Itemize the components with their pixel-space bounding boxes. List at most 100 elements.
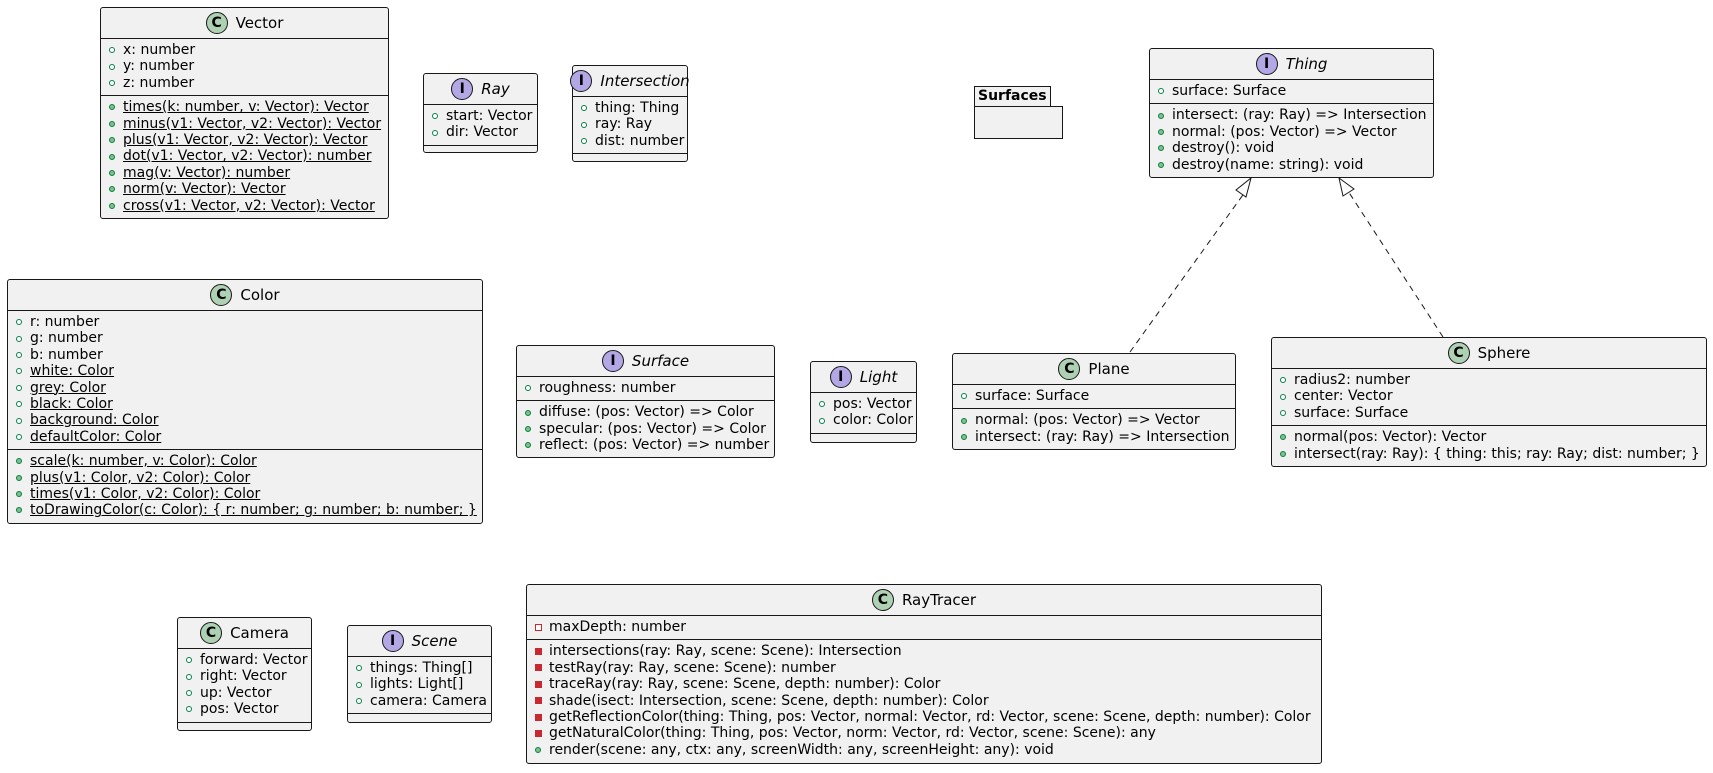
public-method-icon xyxy=(961,417,967,424)
method-text: testRay(ray: Ray, scene: Scene): number xyxy=(549,659,836,676)
private-method-icon xyxy=(535,713,542,721)
fields-section: forward: Vector right: Vector up: Vector… xyxy=(178,649,311,722)
public-method-icon xyxy=(16,474,22,481)
public-method-icon xyxy=(1158,128,1164,135)
public-method-icon xyxy=(1158,112,1164,119)
method-row: normal: (pos: Vector) => Vector xyxy=(961,412,1231,428)
field-text: b: number xyxy=(30,346,103,363)
field-text: camera: Camera xyxy=(370,692,487,709)
public-icon xyxy=(432,113,438,120)
method-row: times(k: number, v: Vector): Vector xyxy=(109,99,384,115)
public-icon xyxy=(1280,377,1286,384)
public-icon xyxy=(356,665,362,672)
methods-section xyxy=(573,153,687,160)
method-row: specular: (pos: Vector) => Color xyxy=(525,421,770,437)
public-method-icon xyxy=(525,442,531,449)
interface-scene[interactable]: I Scene things: Thing[] lights: Light[] … xyxy=(347,625,492,723)
field-text: up: Vector xyxy=(200,684,272,701)
methods-section xyxy=(178,721,311,729)
class-vector[interactable]: C Vector x: number y: number z: number t… xyxy=(100,7,389,219)
field-text: surface: Surface xyxy=(975,388,1090,404)
class-header: I Ray xyxy=(424,74,537,105)
class-name: Ray xyxy=(481,80,510,98)
method-row: intersect: (ray: Ray) => Intersection xyxy=(1158,107,1429,123)
class-plane[interactable]: C Plane surface: Surface normal: (pos: V… xyxy=(952,353,1236,450)
field-text: pos: Vector xyxy=(833,396,912,412)
class-header: I Intersection xyxy=(570,66,690,97)
field-row: background: Color xyxy=(16,412,478,428)
method-row: mag(v: Vector): number xyxy=(109,165,384,181)
class-camera[interactable]: C Camera forward: Vector right: Vector u… xyxy=(177,617,312,731)
interface-surface[interactable]: I Surface roughness: number diffuse: (po… xyxy=(516,345,775,458)
interface-intersection[interactable]: I Intersection thing: Thing ray: Ray dis… xyxy=(570,65,690,162)
field-row: things: Thing[] xyxy=(356,660,487,676)
public-method-icon xyxy=(525,409,531,416)
method-text: destroy(): void xyxy=(1172,140,1275,157)
class-header: C Sphere xyxy=(1272,338,1706,369)
class-name: Intersection xyxy=(600,72,690,90)
public-method-icon xyxy=(109,186,115,193)
interface-icon: I xyxy=(451,78,474,100)
method-text: scale(k: number, v: Color): Color xyxy=(30,453,257,470)
field-text: white: Color xyxy=(30,363,115,380)
public-method-icon xyxy=(961,433,967,440)
class-name: Vector xyxy=(235,14,284,32)
method-text: dot(v1: Vector, v2: Vector): number xyxy=(123,148,372,165)
private-method-icon xyxy=(535,648,542,656)
public-icon xyxy=(186,673,192,680)
class-name: RayTracer xyxy=(901,591,977,609)
method-text: mag(v: Vector): number xyxy=(123,164,291,181)
public-icon xyxy=(1158,88,1164,95)
class-icon: C xyxy=(210,284,233,306)
class-header: C Camera xyxy=(178,618,311,649)
private-icon xyxy=(535,623,542,631)
method-text: render(scene: any, ctx: any, screenWidth… xyxy=(549,741,1054,758)
public-icon xyxy=(1280,393,1286,400)
package-name: Surfaces xyxy=(974,86,1051,106)
class-color[interactable]: C Color r: number g: number b: number wh… xyxy=(7,279,483,524)
method-row: times(v1: Color, v2: Color): Color xyxy=(16,486,478,502)
package-surfaces[interactable]: Surfaces xyxy=(974,86,1063,139)
methods-section: diffuse: (pos: Vector) => Color specular… xyxy=(517,400,774,457)
private-method-icon xyxy=(535,730,542,738)
class-header: C Vector xyxy=(101,8,388,39)
field-row: pos: Vector xyxy=(819,396,912,412)
field-row: start: Vector xyxy=(432,108,533,124)
fields-section: maxDepth: number xyxy=(527,616,1321,639)
class-header: I Thing xyxy=(1150,49,1433,80)
fields-section: thing: Thing ray: Ray dist: number xyxy=(573,97,687,153)
fields-section: surface: Surface xyxy=(1150,80,1433,103)
field-row: camera: Camera xyxy=(356,693,487,709)
field-text: color: Color xyxy=(833,412,913,429)
method-row: minus(v1: Vector, v2: Vector): Vector xyxy=(109,116,384,132)
method-row: destroy(): void xyxy=(1158,140,1429,156)
field-row: defaultColor: Color xyxy=(16,429,478,445)
class-sphere[interactable]: C Sphere radius2: number center: Vector … xyxy=(1271,337,1707,467)
method-text: plus(v1: Vector, v2: Vector): Vector xyxy=(123,131,368,148)
field-row: color: Color xyxy=(819,412,913,429)
method-row: intersect(ray: Ray): { thing: this; ray:… xyxy=(1280,446,1702,462)
field-text: center: Vector xyxy=(1294,388,1393,405)
interface-thing[interactable]: I Thing surface: Surface intersect: (ray… xyxy=(1149,48,1434,178)
private-method-icon xyxy=(535,697,542,705)
field-row: dir: Vector xyxy=(432,124,533,140)
public-method-icon xyxy=(1158,161,1164,168)
class-raytracer[interactable]: C RayTracer maxDepth: number intersectio… xyxy=(526,584,1322,764)
interface-light[interactable]: I Light pos: Vector color: Color xyxy=(810,361,917,443)
method-text: normal: (pos: Vector) => Vector xyxy=(975,412,1200,429)
field-row: radius2: number xyxy=(1280,372,1702,388)
public-icon xyxy=(1280,409,1286,416)
field-text: pos: Vector xyxy=(200,701,279,718)
interface-ray[interactable]: I Ray start: Vector dir: Vector xyxy=(423,73,538,153)
class-name: Scene xyxy=(411,632,458,650)
method-row: render(scene: any, ctx: any, screenWidth… xyxy=(535,742,1317,758)
method-text: minus(v1: Vector, v2: Vector): Vector xyxy=(123,115,382,132)
field-row: right: Vector xyxy=(186,668,307,684)
field-row: up: Vector xyxy=(186,685,307,701)
public-icon xyxy=(16,417,22,424)
method-row: intersect: (ray: Ray) => Intersection xyxy=(961,429,1231,445)
field-text: grey: Color xyxy=(30,379,106,396)
field-row: white: Color xyxy=(16,363,478,379)
public-icon xyxy=(432,129,438,136)
field-row: surface: Surface xyxy=(1158,83,1429,99)
